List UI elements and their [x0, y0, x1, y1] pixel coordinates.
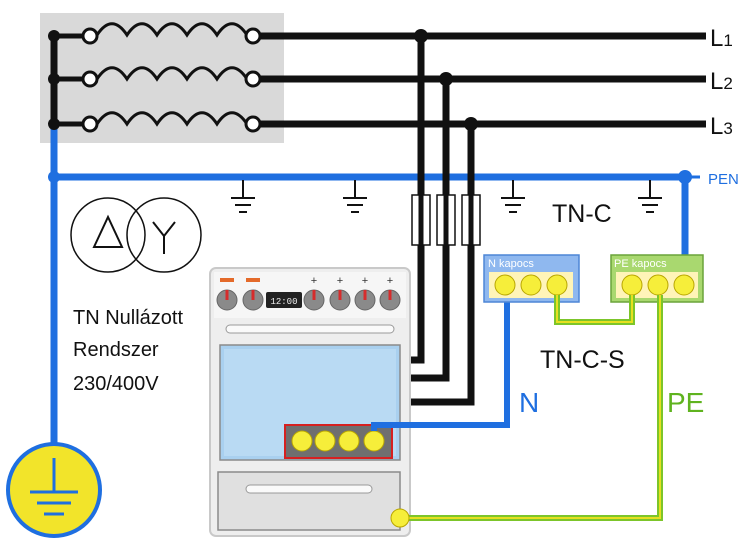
terminal-n — [363, 430, 385, 452]
winding-2 — [95, 66, 249, 82]
terminal-l1 — [291, 430, 313, 452]
coil-terminals — [81, 27, 262, 133]
terminal-l3 — [338, 430, 360, 452]
ground-icon — [501, 180, 525, 213]
storage-drawer — [217, 471, 401, 531]
ground-icon — [231, 180, 255, 213]
svg-text:+: + — [362, 275, 368, 287]
electric-cooker: + + + + 12:00 — [209, 267, 411, 537]
winding-3 — [95, 111, 249, 127]
knobs — [216, 289, 401, 311]
n-terminals — [494, 274, 568, 296]
ground-icon — [343, 180, 367, 213]
l3-label: L3 — [710, 113, 733, 140]
winding-1 — [95, 22, 249, 38]
svg-text:+: + — [337, 275, 343, 287]
svg-text:+: + — [311, 275, 317, 287]
pe-conductor-stripe — [400, 295, 661, 519]
pen-label: PEN — [708, 171, 739, 188]
pen-junction-left — [48, 171, 60, 183]
indicator-light — [246, 278, 260, 282]
earth-electrode-icon — [6, 442, 102, 538]
svg-text:+: + — [387, 275, 393, 287]
n-conductor — [371, 295, 510, 431]
oven-handle — [225, 324, 395, 334]
n-label: N — [519, 387, 539, 418]
coil-terminal — [81, 70, 99, 88]
n-terminal-label: N kapocs — [488, 258, 534, 270]
pe-terminals — [621, 274, 695, 296]
ground-icon — [638, 180, 662, 213]
delta-star-icon — [70, 197, 202, 273]
l2-label: L2 — [710, 68, 733, 95]
tn-c-label: TN-C — [552, 200, 612, 228]
l1-label: L1 — [710, 25, 733, 52]
system-title-line2: Rendszer — [73, 339, 159, 361]
transformer-windings — [95, 22, 249, 127]
clock-display — [266, 292, 302, 308]
pen-split-bridge-stripe — [556, 295, 633, 323]
drawer-handle — [245, 484, 373, 494]
star-dot-3 — [48, 118, 60, 130]
coil-terminal — [81, 115, 99, 133]
pe-terminal-label: PE kapocs — [614, 258, 667, 270]
star-dot-1 — [48, 30, 60, 42]
tn-c-s-label: TN-C-S — [540, 346, 625, 374]
terminal-l2 — [314, 430, 336, 452]
star-dot-2 — [48, 73, 60, 85]
cooker-terminals — [291, 430, 385, 452]
coil-terminal — [244, 115, 262, 133]
indicator-light — [220, 278, 234, 282]
system-title-line1: TN Nullázott — [73, 307, 183, 329]
pe-label: PE — [667, 387, 704, 418]
coil-terminal — [81, 27, 99, 45]
clock-text: 12:00 — [270, 297, 297, 307]
coil-terminal — [244, 70, 262, 88]
chassis-ground-terminal — [390, 508, 410, 528]
coil-terminal — [244, 27, 262, 45]
voltage-label: 230/400V — [73, 373, 159, 395]
ground-symbols — [231, 180, 662, 213]
